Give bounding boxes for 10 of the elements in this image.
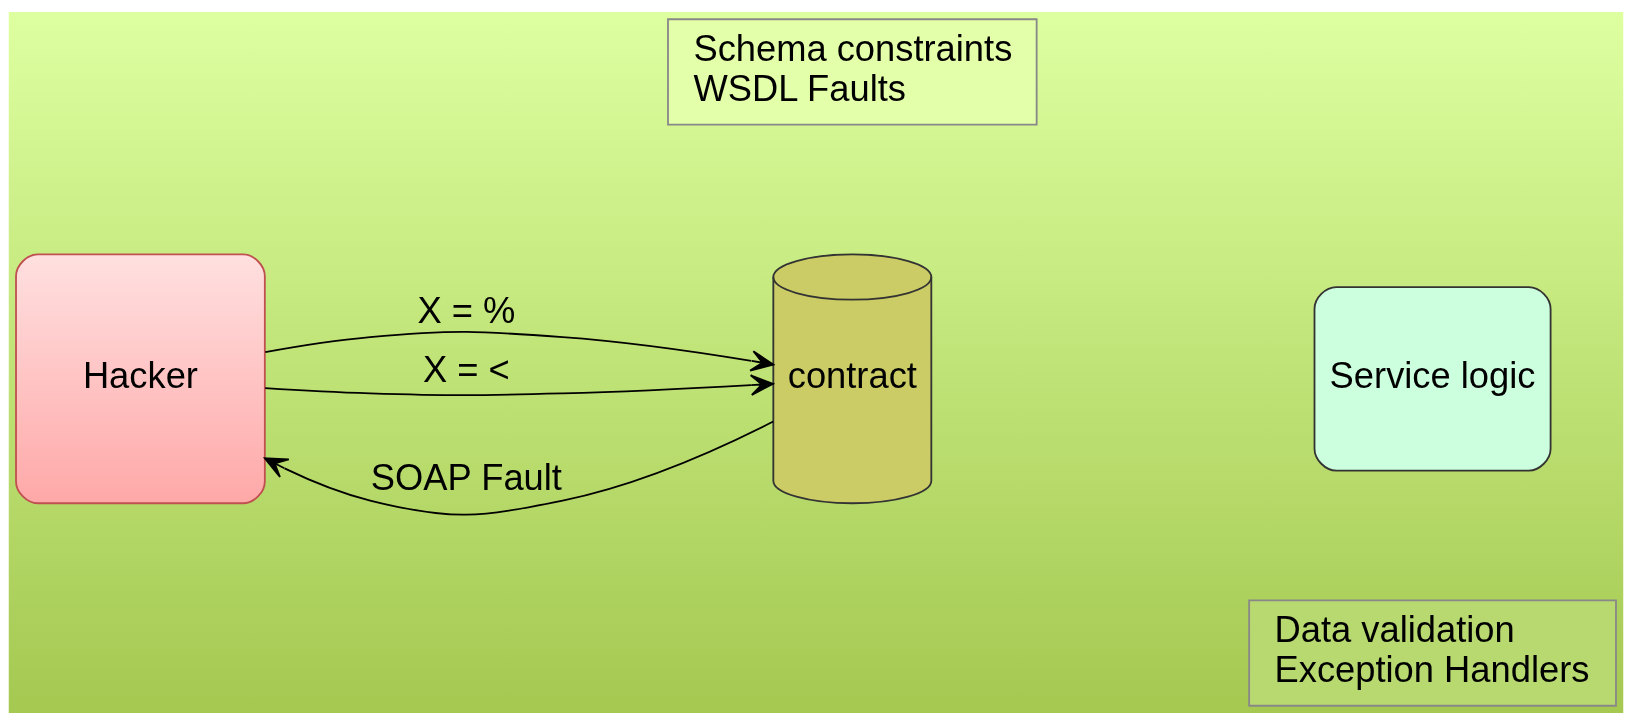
node-box: Hacker bbox=[15, 253, 266, 504]
edge-label: X = % bbox=[417, 289, 516, 331]
node-box: Service logic bbox=[1313, 285, 1552, 471]
arrow bbox=[264, 373, 774, 396]
arrow bbox=[264, 420, 775, 516]
edge-label: X = < bbox=[423, 348, 510, 390]
node-box: Schema constraints WSDL Faults bbox=[667, 17, 1038, 125]
node-box: Data validation Exception Handlers bbox=[1248, 599, 1617, 707]
edge-label: SOAP Fault bbox=[370, 456, 562, 498]
arrow bbox=[264, 330, 775, 371]
